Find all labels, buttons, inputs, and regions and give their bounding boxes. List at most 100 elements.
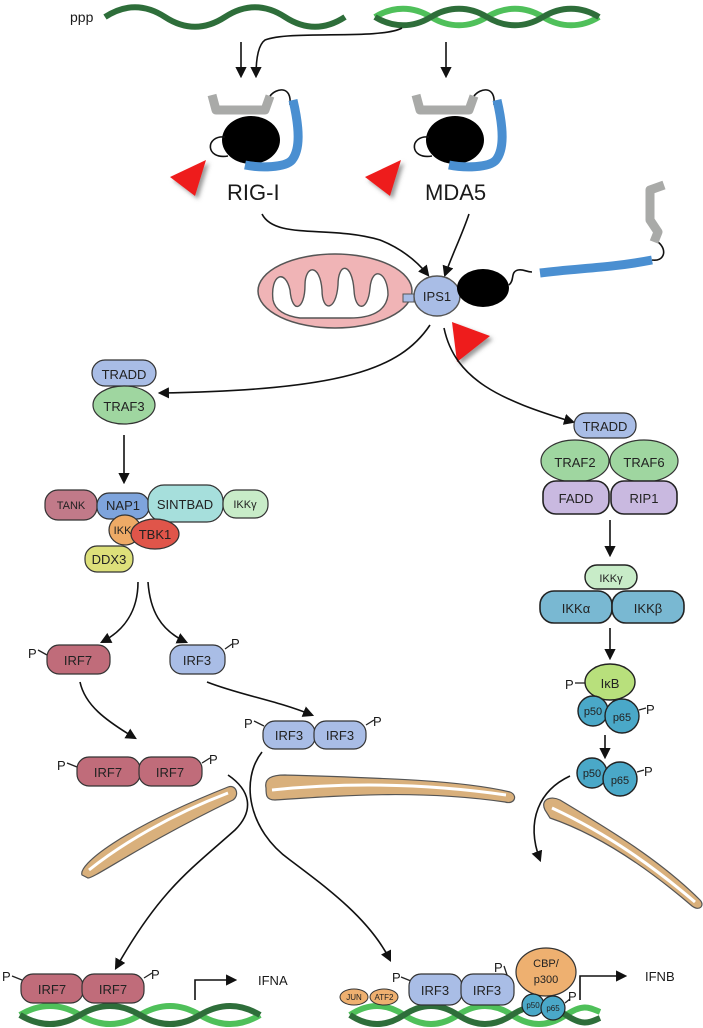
card-domain: [448, 98, 507, 172]
p50-label: p50: [526, 1001, 540, 1010]
arrow-irf3-dimer: [206, 681, 315, 717]
irf3-node: [313, 720, 367, 750]
phospho-bond: [37, 649, 48, 656]
dna-strand-dark: [18, 1003, 262, 1027]
p-label: P: [209, 752, 218, 767]
irf7-dimer: P IRF7 IRF7 P: [57, 752, 218, 787]
p-label: P: [373, 714, 382, 729]
p-label: P: [57, 758, 66, 773]
irf7-phospho: P IRF7: [28, 644, 111, 675]
atf2-node: [369, 988, 399, 1006]
traf2-label: TRAF2: [554, 455, 595, 470]
traf3-label: TRAF3: [103, 399, 144, 414]
tbk1-label: TBK1: [139, 527, 172, 542]
arrow-complex-irf7: [100, 581, 139, 644]
p-label: P: [644, 764, 653, 779]
phospho-bond: [638, 707, 647, 711]
ikkg-label: IKKγ: [233, 499, 257, 511]
red-marker-icon: [170, 160, 206, 196]
linker: [269, 89, 291, 106]
p65-node: [602, 761, 638, 797]
irf7-node: [81, 973, 145, 1004]
arrow-irf7-dimer: [79, 681, 137, 740]
irf3-label: IRF3: [473, 983, 501, 998]
phospho-bond: [11, 975, 23, 981]
helicase-domain: [645, 180, 666, 244]
irf7-node: [46, 644, 111, 675]
phospho-bond: [636, 769, 645, 773]
phospho-bond: [503, 965, 508, 976]
phospho-bond: [66, 762, 78, 768]
envelope-lumen: [88, 791, 229, 872]
cbp-label: CBP/: [533, 958, 560, 970]
p65-label: p65: [546, 1004, 560, 1013]
arrow-irf7-nucleus: [114, 774, 249, 970]
mda5-protein: MDA5: [365, 89, 507, 205]
ikb-node: [584, 663, 636, 701]
irf7-label: IRF7: [64, 653, 92, 668]
phospho-bond: [564, 998, 571, 1004]
rig-i-label: RIG-I: [227, 180, 280, 205]
linker-2: [651, 241, 665, 261]
linker: [508, 268, 533, 286]
ddx3-label: DDX3: [92, 552, 127, 567]
nuclear-envelope: [81, 774, 703, 909]
irf3-phospho: IRF3 P: [169, 636, 240, 675]
irf3-dimer: P IRF3 IRF3 P: [244, 714, 382, 750]
arrow-ips1-traf3: [157, 324, 431, 399]
ifna-label: IFNA: [258, 973, 288, 988]
rd-domain: [222, 116, 280, 164]
irf7-label: IRF7: [99, 982, 127, 997]
p-label: P: [646, 702, 655, 717]
rd-domain: [457, 269, 509, 307]
p-label: P: [565, 677, 574, 692]
traf6-label: TRAF6: [623, 455, 664, 470]
arrow-ips1-tradd: [443, 327, 576, 425]
irf3-label: IRF3: [421, 983, 449, 998]
envelope-lumen: [551, 806, 696, 904]
tradd-label: TRADD: [583, 419, 628, 434]
atf2-label: ATF2: [375, 993, 395, 1002]
arrow-complex-irf3: [147, 581, 189, 644]
dna-strand-light: [348, 1003, 602, 1027]
ips1-label: IPS1: [423, 289, 451, 304]
ikk-complex: IKKγ IKKα IKKβ: [539, 564, 685, 624]
p50-label: p50: [584, 706, 602, 718]
ddx3-node: [84, 545, 134, 573]
tradd-label: TRADD: [102, 367, 147, 382]
irf3-node: [460, 973, 515, 1006]
p-label: P: [392, 970, 401, 985]
card-domain: [539, 255, 653, 278]
p-label: P: [244, 716, 253, 731]
irf7-label: IRF7: [38, 982, 66, 997]
p-label: P: [151, 967, 160, 982]
ikkg-node: [584, 564, 638, 590]
helicase-domain: [207, 93, 275, 115]
ifnb-label: IFNB: [645, 969, 675, 984]
dna-strand-dark: [348, 1003, 602, 1027]
ips1-anchor: [402, 293, 415, 303]
p65-node: [540, 995, 566, 1021]
rip1-label: RIP1: [630, 491, 659, 506]
traf3-node: [92, 385, 156, 425]
cbp-p300-node: [515, 947, 577, 997]
dsrna: [373, 5, 601, 29]
linker-2: [209, 136, 229, 158]
fadd-label: FADD: [559, 491, 594, 506]
transcription-start-arrow: [194, 974, 238, 1000]
red-marker-icon: [452, 322, 490, 362]
ikkb-label: IKKβ: [634, 601, 662, 616]
red-marker-icon: [365, 160, 401, 196]
p50-label: p50: [583, 768, 601, 780]
arrow-mda5-ips1: [442, 213, 470, 278]
tradd-traf-complex: TRADD TRAF2 TRAF6 FADD RIP1: [540, 412, 679, 515]
fadd-node: [542, 480, 610, 515]
mda5-label: MDA5: [425, 180, 486, 205]
rip1-node: [610, 480, 678, 515]
ppp-label: ppp: [70, 9, 94, 25]
p300-label: p300: [534, 974, 558, 986]
ikkb-node: [611, 590, 685, 624]
tbk1-node: [130, 518, 180, 550]
jun-node: [339, 988, 369, 1006]
